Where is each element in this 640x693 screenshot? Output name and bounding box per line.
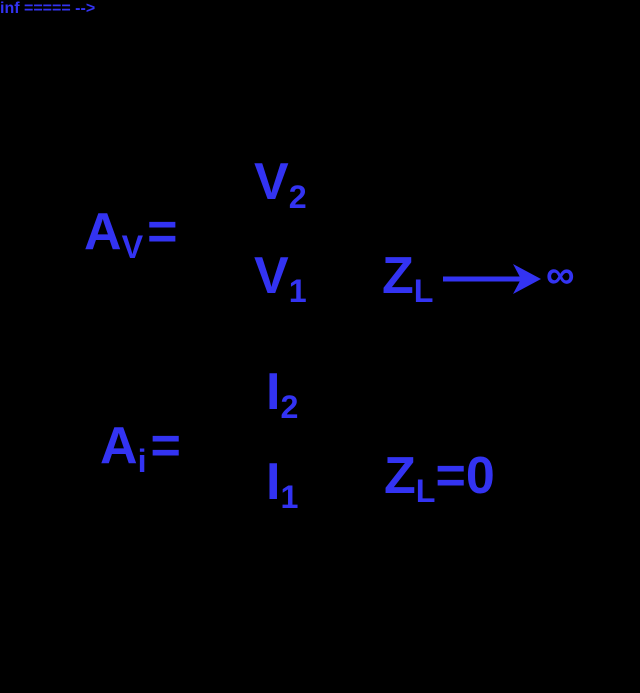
voltage-denominator-symbol: V [254,247,289,305]
current-gain-equals-sign: = [150,417,181,475]
current-gain-symbol: A [100,417,138,475]
voltage-gain-symbol: A [84,203,122,261]
condition-value-zero: 0 [465,447,495,505]
voltage-gain-denominator: V1 [254,250,307,307]
voltage-denominator-subscript: 1 [288,273,307,310]
voltage-gain-numerator: V2 [254,156,307,213]
current-numerator-symbol: I [266,363,281,421]
load-impedance-symbol: Z [382,247,414,305]
voltage-gain-condition-load: ZL [382,250,433,307]
voltage-numerator-subscript: 2 [288,179,307,216]
current-denominator-symbol: I [266,453,281,511]
infinity-symbol: ∞ [546,253,575,297]
voltage-gain-equals-sign: = [147,203,178,261]
arrow-right-icon [443,262,543,296]
current-gain-label: Ai= [100,420,181,477]
condition-equals-sign: = [435,447,466,505]
current-gain-condition-load: ZL=0 [384,450,495,507]
voltage-gain-symbol-subscript: V [121,229,144,266]
load-impedance-subscript-short: L [415,473,436,510]
current-gain-denominator: I1 [266,456,298,513]
current-gain-numerator: I2 [266,366,298,423]
current-gain-symbol-subscript: i [137,443,147,480]
current-denominator-subscript: 1 [280,479,299,516]
voltage-gain-label: AV= [84,206,177,263]
current-numerator-subscript: 2 [280,389,299,426]
load-impedance-symbol-short: Z [384,447,416,505]
load-impedance-subscript: L [413,273,434,310]
voltage-numerator-symbol: V [254,153,289,211]
